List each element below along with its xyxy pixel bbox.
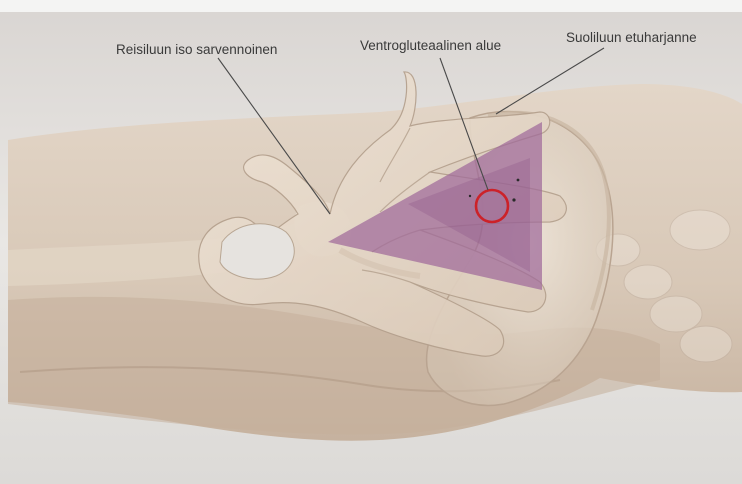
target-dot-1: [512, 198, 515, 201]
label-greater-trochanter: Reisiluun iso sarvennoinen: [116, 42, 277, 57]
target-dot-2: [517, 179, 520, 182]
target-dot-3: [469, 195, 471, 197]
thumb-gap: [220, 224, 294, 279]
label-ventrogluteal-area: Ventrogluteaalinen alue: [360, 38, 501, 53]
label-iliac-crest: Suoliluun etuharjanne: [566, 30, 697, 45]
top-margin: [0, 0, 742, 12]
